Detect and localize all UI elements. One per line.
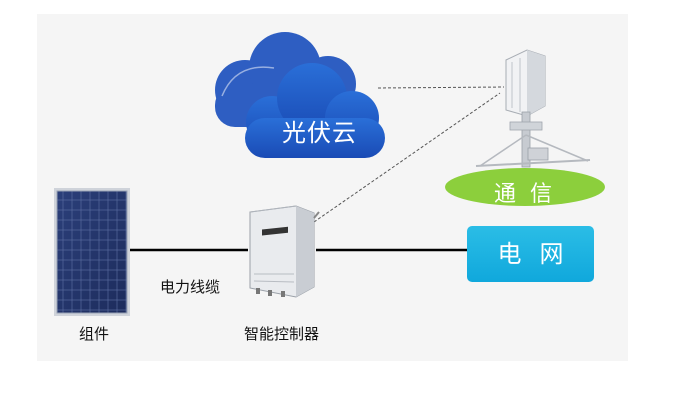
- power-cable-label: 电力线缆: [160, 278, 221, 296]
- grid-node: 电网: [467, 226, 594, 282]
- communication-label: 通信: [494, 182, 567, 207]
- inverter-icon: [249, 205, 320, 298]
- cloud-comm-link: [377, 86, 505, 89]
- solar-module-icon: [54, 188, 130, 316]
- cloud-label: 光伏云: [282, 119, 357, 147]
- antenna-tower-icon: [475, 49, 591, 168]
- communication-badge: [445, 168, 605, 206]
- controller-label: 智能控制器: [244, 325, 320, 343]
- controller-comm-link: [313, 92, 501, 223]
- cloud-icon: [215, 32, 385, 158]
- module-label: 组件: [79, 325, 110, 343]
